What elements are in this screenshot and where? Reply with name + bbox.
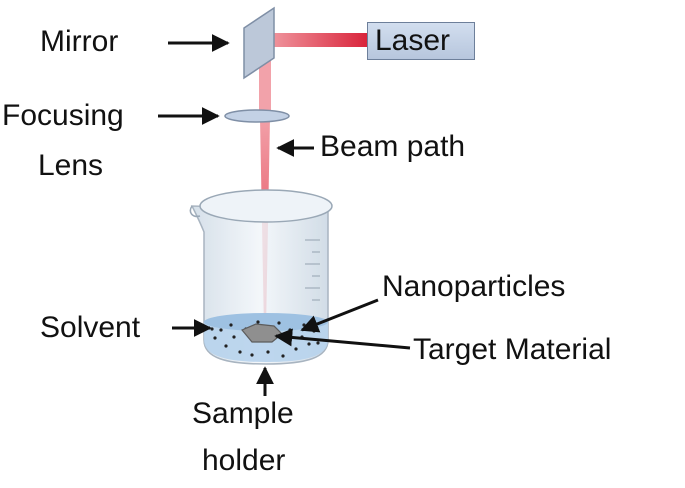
nanoparticles-arrow [300,298,379,333]
holder-label: holder [202,444,286,477]
lens-label: Lens [38,149,104,182]
focusing-label: Focusing [2,99,124,132]
mirror-label: Mirror [40,25,119,58]
solvent-label: Solvent [40,311,141,344]
laser-label: Laser [375,24,451,57]
target-material-label: Target Material [413,333,612,366]
laser-beam-horizontal [255,33,368,47]
target-material-arrow [274,328,411,350]
mirror-shape [243,6,275,80]
sample-label: Sample [192,397,294,430]
nanoparticles-label: Nanoparticles [382,270,566,303]
beam-path-label: Beam path [320,130,466,163]
laser-box [367,22,475,60]
focusing-lens-shape [224,109,290,123]
